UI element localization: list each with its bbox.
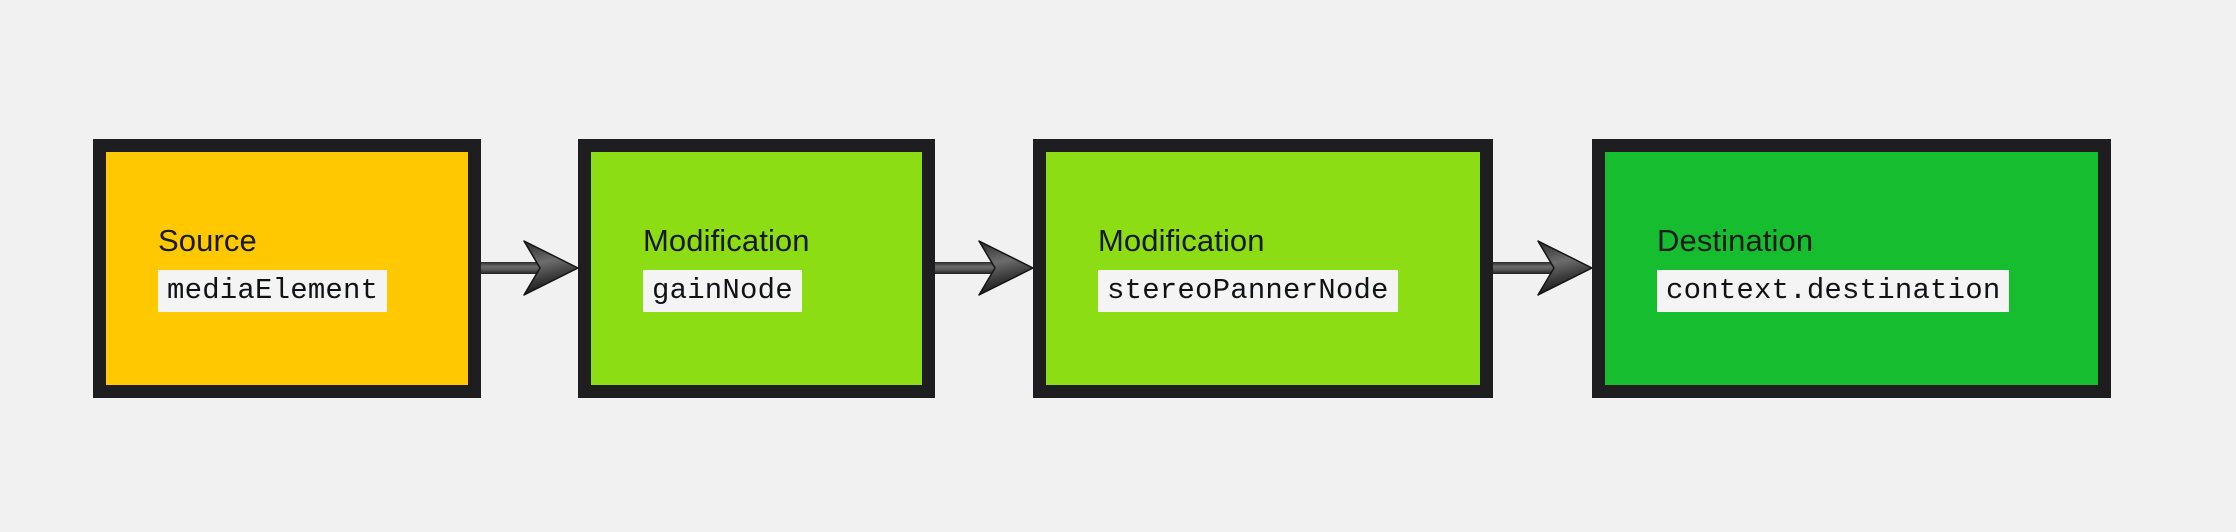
edge-source-to-gain: [481, 240, 579, 296]
node-code-label: gainNode: [643, 269, 802, 312]
node-code-label: mediaElement: [158, 269, 388, 312]
node-title: Modification: [1098, 223, 1265, 259]
node-source[interactable]: Source mediaElement: [93, 139, 481, 398]
arrowhead-icon: [978, 240, 1034, 296]
node-title: Source: [158, 223, 257, 259]
node-gain[interactable]: Modification gainNode: [578, 139, 935, 398]
node-stereo-panner[interactable]: Modification stereoPannerNode: [1033, 139, 1493, 398]
edge-shaft: [1493, 262, 1559, 274]
node-code-label: stereoPannerNode: [1098, 269, 1398, 312]
edge-panner-to-destination: [1493, 240, 1593, 296]
arrowhead-icon: [1537, 240, 1593, 296]
edge-gain-to-panner: [935, 240, 1034, 296]
node-code-label: context.destination: [1657, 269, 2010, 312]
node-title: Destination: [1657, 223, 1814, 259]
node-destination[interactable]: Destination context.destination: [1592, 139, 2111, 398]
edge-shaft: [935, 262, 999, 274]
edge-shaft: [481, 262, 545, 274]
node-title: Modification: [643, 223, 810, 259]
arrowhead-icon: [523, 240, 579, 296]
